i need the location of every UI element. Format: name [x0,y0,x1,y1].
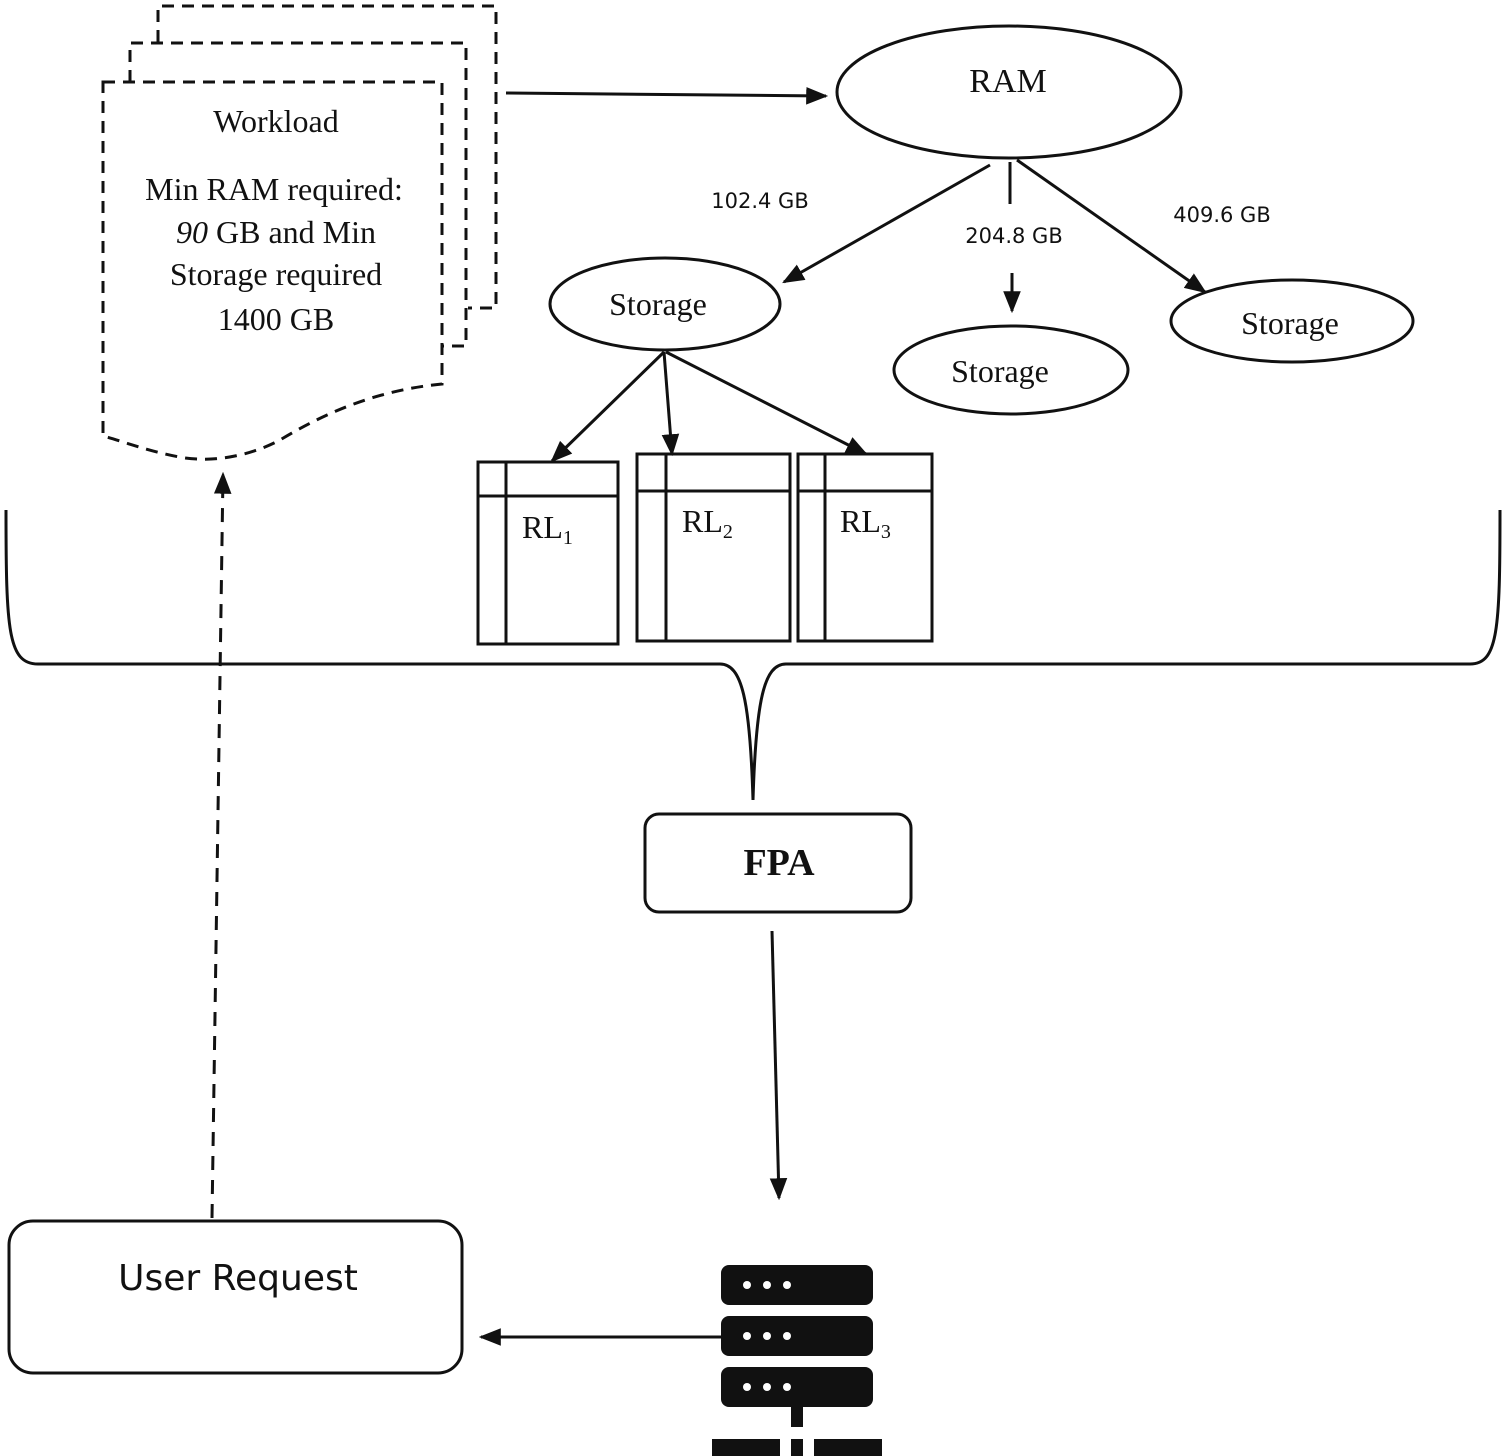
storage-to-rl2-arrow [661,351,680,457]
user-request-box [7,1219,464,1375]
storage-label-3: Storage [1241,305,1339,341]
storage-label-1: Storage [609,286,707,322]
user-request-label: User Request [118,1258,358,1299]
rl-2-label: RL2 [682,503,733,543]
rl-1-base: RL [522,509,563,545]
workload-document-stack [101,4,498,461]
workload-back-page [156,4,498,310]
workload-middle-page [128,41,468,348]
ram-to-storage-3-arrow [1016,158,1207,294]
user-to-workload-dashed-arrow [210,471,232,1219]
rl-3-sub: 3 [881,521,891,543]
rl-2-sub: 2 [723,521,733,543]
rl-1-label: RL1 [522,509,573,549]
workload-line-4: 1400 GB [218,301,334,337]
storage-node-3 [1169,278,1415,364]
resource-list-3 [796,452,934,643]
fpa-box [643,812,913,914]
fpa-to-server-arrow [769,930,788,1201]
workload-line-1: Min RAM required: [145,171,403,207]
workload-line-2: 90 GB and Min [176,214,376,250]
workload-line-2-rest: GB and Min [208,214,376,250]
fpa-label: FPA [743,842,815,884]
storage-node-1 [548,256,782,352]
edge-label-1: 102.4 GB [711,189,808,213]
rl-3-base: RL [840,503,881,539]
workload-text: Workload Min RAM required: 90 GB and Min… [145,103,403,337]
edge-label-3: 409.6 GB [1173,203,1270,227]
resource-list-1 [476,460,620,646]
ram-to-storage-1-arrow [782,163,991,284]
storage-to-rl3-arrow [665,350,868,456]
rl-3-label: RL3 [840,503,891,543]
workload-ram-value: 90 [176,214,208,250]
workload-to-ram-arrow [505,87,829,105]
rl-2-base: RL [682,503,723,539]
storage-label-2: Storage [951,353,1049,389]
workload-line-3: Storage required [170,256,382,292]
ram-node [835,24,1183,160]
workload-title: Workload [213,103,338,139]
storage-to-rl1-arrow [550,350,666,463]
ram-label: RAM [969,63,1046,100]
edge-label-2: 204.8 GB [965,224,1062,248]
resource-list-2 [635,452,792,643]
storage-node-2 [892,324,1130,416]
grouping-brace [4,509,1502,801]
rl-1-sub: 1 [563,527,573,549]
server-rack-icon [712,1265,882,1456]
